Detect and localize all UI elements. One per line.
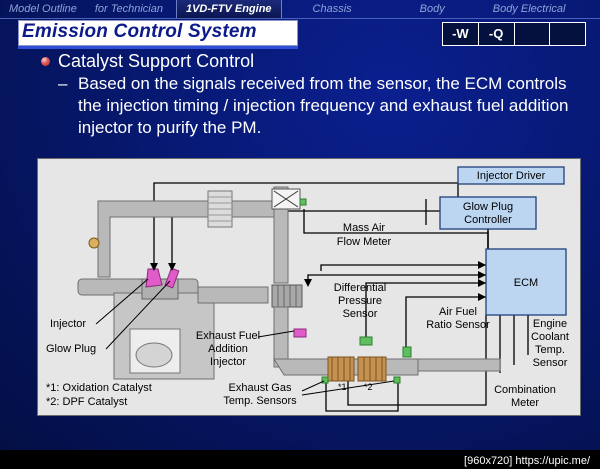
slide: Model Outline for Technician 1VD-FTV Eng… (0, 0, 600, 450)
nav-item-chassis[interactable]: Chassis (312, 3, 352, 15)
intake-pipe (77, 186, 289, 296)
wire-injector-driver (153, 182, 458, 269)
wire-egt-sensors (325, 379, 399, 412)
page-title: Emission Control System (22, 21, 257, 42)
label-glow-plug-controller-2: Controller (464, 214, 512, 226)
exhaust-fuel-addition-injector (293, 328, 307, 338)
label-efai-2: Addition (208, 343, 248, 355)
leader-lines (95, 278, 395, 396)
turbocharger (271, 284, 303, 308)
model-code-q: -Q (477, 23, 514, 45)
label-mass-air-flow-meter-2: Flow Meter (337, 236, 392, 248)
injector-and-glow-plug (145, 267, 180, 289)
label-efai-3: Injector (210, 356, 246, 368)
label-mass-air-flow-meter-1: Mass Air (343, 222, 386, 234)
label-differential-2: Pressure (338, 295, 382, 307)
label-glow-plug: Glow Plug (46, 343, 96, 355)
model-code-w: -W (452, 26, 469, 41)
intercooler (207, 190, 233, 228)
bullet-heading: Catalyst Support Control (58, 51, 255, 71)
model-code-box: -W -Q (442, 22, 586, 46)
label-injector-driver: Injector Driver (477, 170, 546, 182)
label-catalyst-mark-2: *2 (364, 382, 373, 392)
label-air-fuel-2: Ratio Sensor (426, 319, 490, 331)
label-injector: Injector (50, 318, 86, 330)
label-egt-1: Exhaust Gas (229, 382, 292, 394)
injector-driver-box (457, 166, 565, 185)
wire-mass-air-flow (303, 209, 489, 249)
dpf-catalyst (357, 356, 387, 382)
nav-divider (0, 18, 600, 19)
wire-af-sensor (405, 296, 486, 347)
label-differential-3: Sensor (343, 308, 378, 320)
exhaust-sensors (321, 336, 412, 384)
ecm-box (485, 248, 567, 316)
model-code-empty-2 (549, 23, 585, 45)
system-diagram-svg: Injector Driver Glow Plug Controller ECM… (46, 166, 569, 412)
watermark: [960x720] https://upic.me/ (460, 453, 594, 469)
label-glow-plug-controller-1: Glow Plug (463, 201, 513, 213)
catalysts (327, 356, 387, 382)
label-catalyst-mark-1: *1 (338, 382, 347, 392)
glow-plug-controller-box (439, 196, 537, 230)
legend-dpf-catalyst: *2: DPF Catalyst (46, 396, 127, 408)
egt-sensor-2 (393, 376, 401, 384)
label-ecm: ECM (514, 277, 538, 289)
label-coolant-4: Sensor (533, 357, 568, 369)
nav-item-engine[interactable]: 1VD-FTV Engine (175, 0, 282, 18)
nav-item-body[interactable]: Body (419, 3, 445, 15)
label-combination-meter-2: Meter (511, 397, 539, 409)
mass-air-flow-meter (271, 188, 307, 210)
nav-item-body-electrical[interactable]: Body Electrical (492, 3, 566, 15)
wire-diff-sensor (365, 282, 486, 337)
system-diagram: Injector Driver Glow Plug Controller ECM… (37, 158, 581, 416)
throttle-body (88, 237, 100, 249)
model-code-empty-1 (513, 23, 550, 45)
title-underline (18, 46, 298, 49)
nav-item-for-technician[interactable]: for Technician (94, 3, 163, 15)
label-egt-2: Temp. Sensors (223, 395, 297, 407)
nav-item-model-outline[interactable]: Model Outline (9, 3, 77, 15)
top-navigation: Model Outline for Technician 1VD-FTV Eng… (0, 0, 600, 18)
egt-sensor-1 (321, 376, 329, 384)
control-units (439, 166, 567, 316)
label-coolant-2: Coolant (531, 331, 569, 343)
title-background (18, 20, 298, 46)
wire-differential-pressure (320, 264, 486, 271)
differential-pressure-sensor (359, 336, 373, 346)
engine-block (113, 278, 215, 380)
arrow-heads (150, 261, 486, 301)
label-combination-meter-1: Combination (494, 384, 556, 396)
legend-oxidation-catalyst: *1: Oxidation Catalyst (46, 382, 152, 394)
sub-bullet-dash: – (58, 74, 68, 93)
air-fuel-ratio-sensor (402, 346, 412, 358)
label-coolant-1: Engine (533, 318, 567, 330)
label-air-fuel-1: Air Fuel (439, 306, 477, 318)
bullet-icon (41, 57, 50, 66)
sub-bullet-text: Based on the signals received from the s… (78, 74, 569, 137)
label-differential-1: Differential (334, 282, 386, 294)
label-coolant-3: Temp. (535, 344, 565, 356)
label-efai-1: Exhaust Fuel (196, 330, 260, 342)
